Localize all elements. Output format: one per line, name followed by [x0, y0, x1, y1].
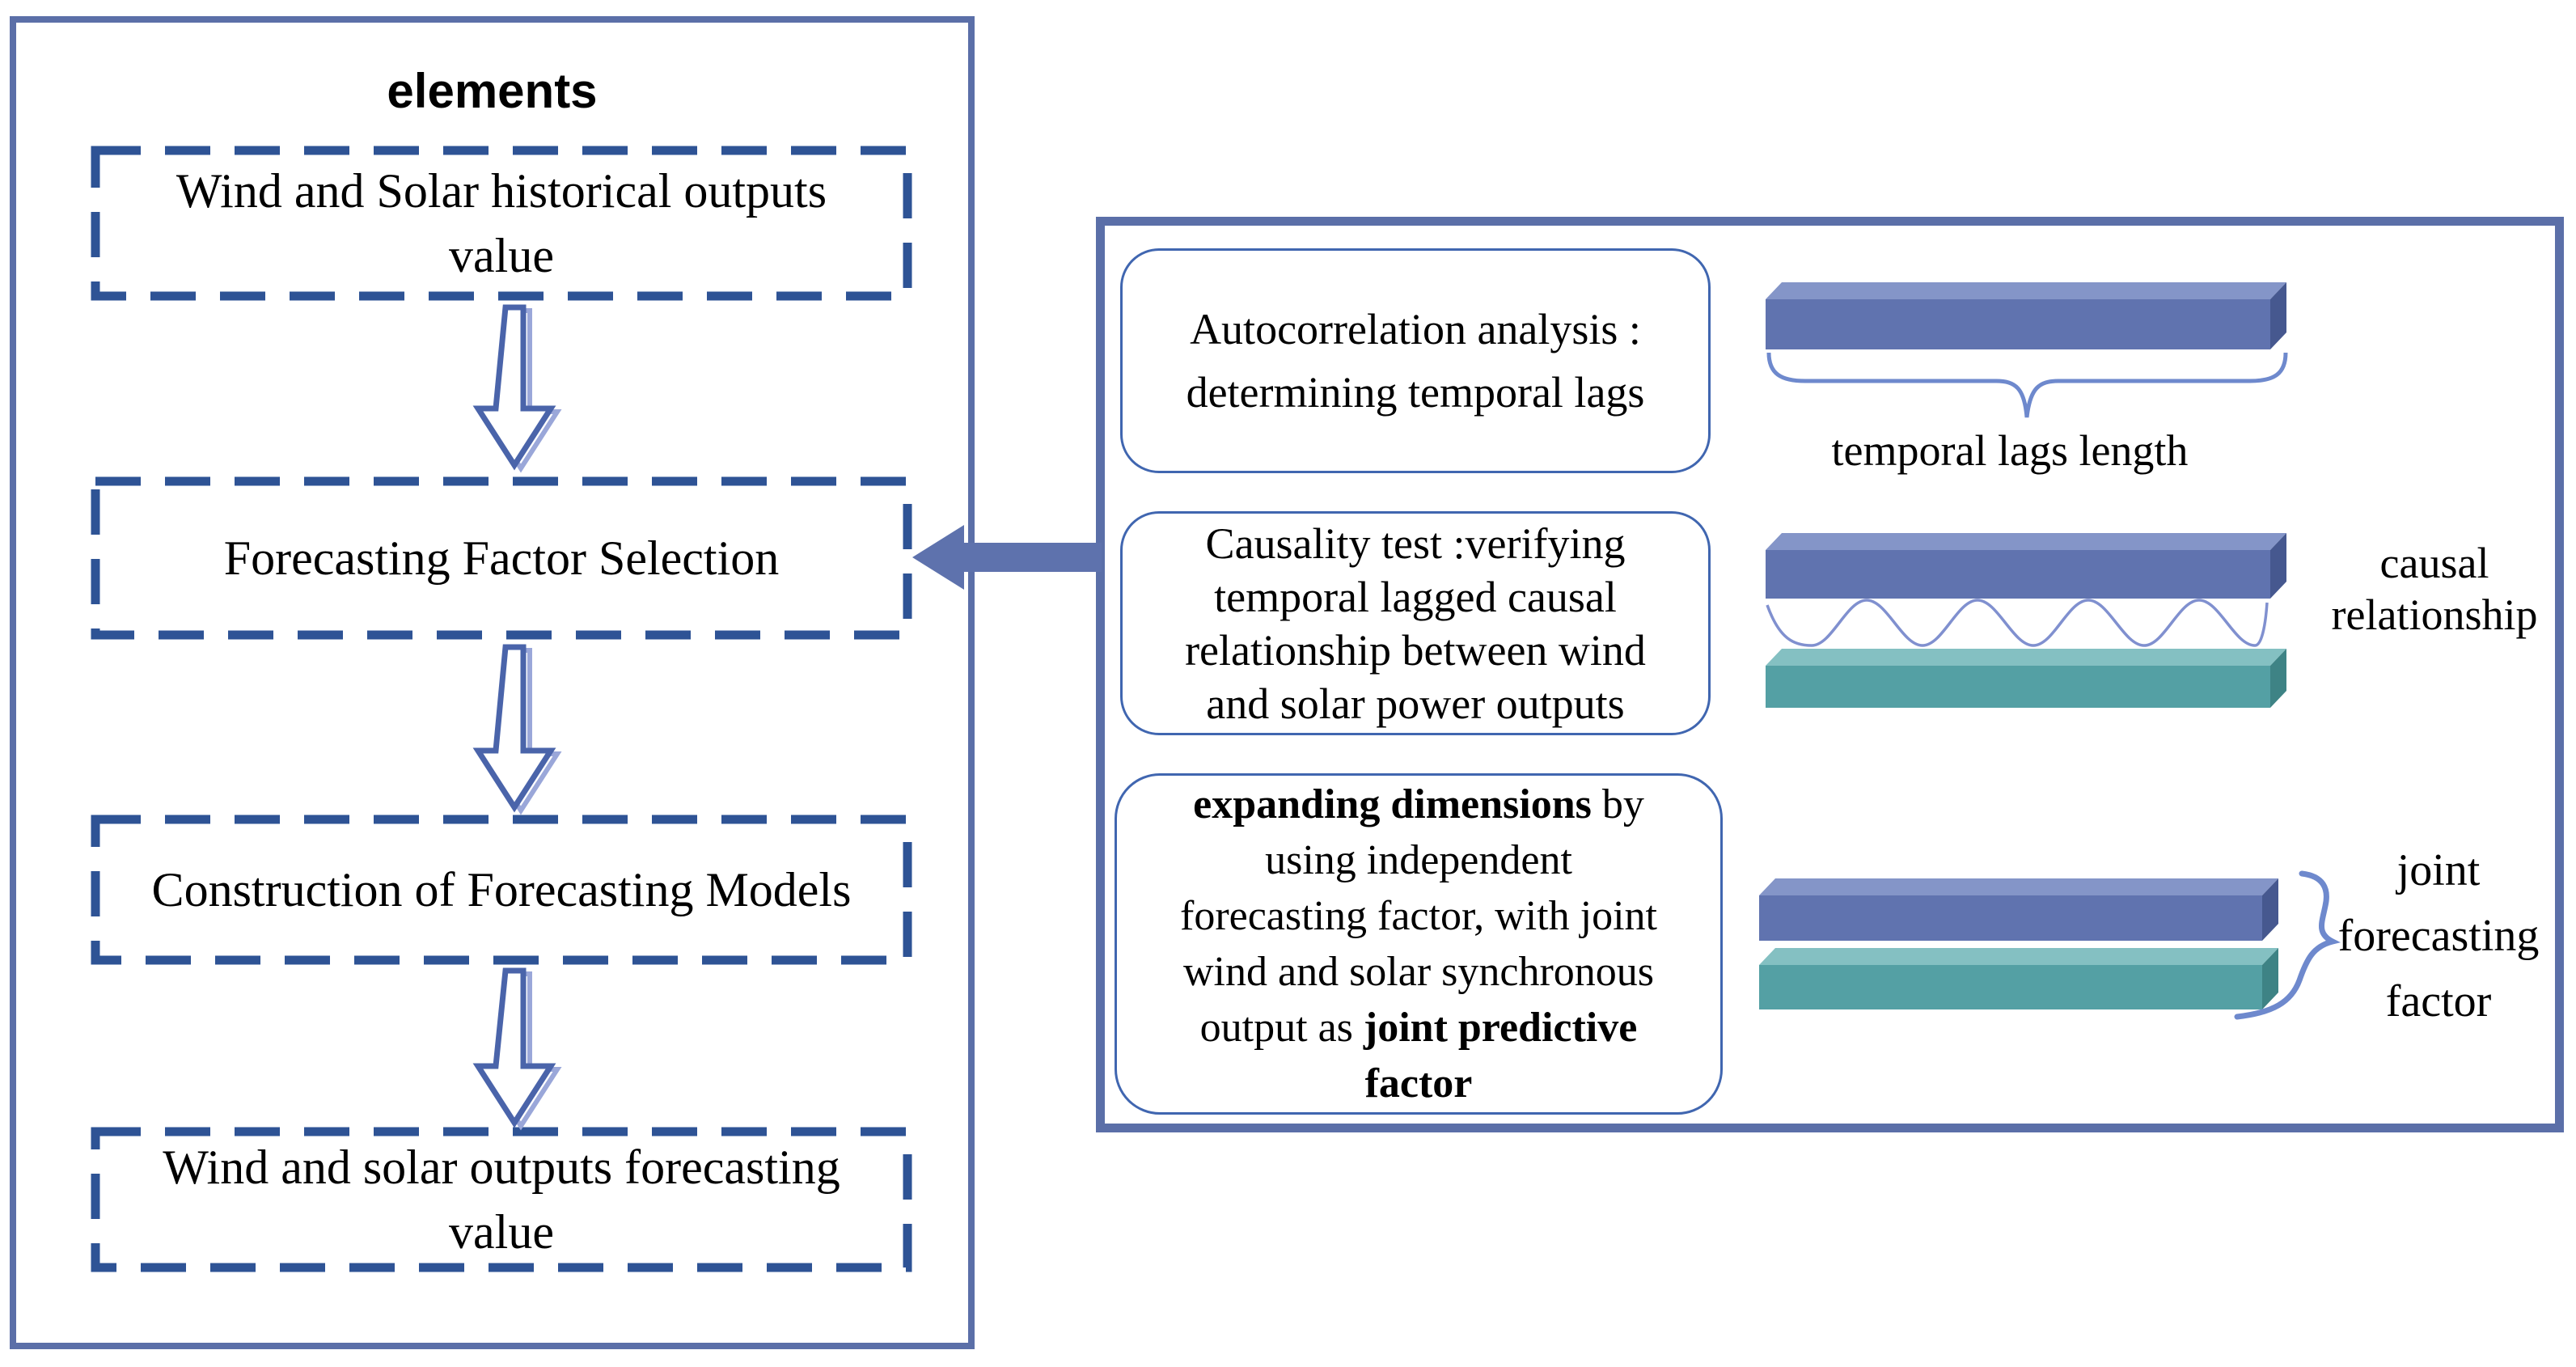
causality-line3: relationship between wind — [1185, 625, 1646, 675]
joint-factor-line1: joint — [2396, 845, 2481, 895]
expanding-line1: expanding dimensions by — [1193, 777, 1644, 832]
expanding-line5-bold: joint predictive — [1363, 1005, 1638, 1051]
factor-selection-box: Forecasting Factor Selection — [100, 486, 903, 630]
joint-forecasting-factor-label: joint forecasting factor — [2309, 838, 2568, 1035]
forecasting-value-box: Wind and solar outputs forecasting value — [100, 1136, 903, 1263]
factor-selection-detail-panel — [1096, 217, 2564, 1132]
autocorrelation-line2: determining temporal lags — [1186, 368, 1645, 417]
autocorrelation-box: Autocorrelation analysis : determining t… — [1120, 248, 1711, 473]
joint-factor-line3: factor — [2385, 976, 2492, 1026]
expanding-line2: using independent — [1265, 837, 1572, 883]
causality-test-box: Causality test :verifying temporal lagge… — [1120, 511, 1711, 735]
causality-line4: and solar power outputs — [1206, 679, 1625, 728]
expanding-line3: forecasting factor, with joint — [1180, 893, 1657, 939]
expanding-line1-bold: expanding dimensions — [1193, 781, 1592, 827]
forecasting-value-line2: value — [449, 1205, 554, 1259]
model-construction-label: Construction of Forecasting Models — [151, 863, 852, 916]
factor-selection-label: Forecasting Factor Selection — [223, 531, 780, 585]
historical-outputs-line1: Wind and Solar historical outputs — [176, 164, 827, 218]
causality-line2: temporal lagged causal — [1214, 572, 1617, 621]
causal-relationship-line1: causal — [2379, 539, 2489, 587]
expanding-line4: wind and solar synchronous — [1182, 949, 1655, 995]
temporal-lags-length-label: temporal lags length — [1831, 426, 2189, 475]
elements-panel — [10, 16, 975, 1349]
model-construction-box: Construction of Forecasting Models — [100, 824, 903, 955]
causal-relationship-label: causal relationship — [2305, 537, 2564, 641]
forecasting-value-line1: Wind and solar outputs forecasting — [163, 1141, 840, 1194]
expanding-line6-bold: factor — [1364, 1060, 1473, 1107]
expanding-line5-rest: output as — [1199, 1005, 1364, 1051]
historical-outputs-line2: value — [449, 229, 554, 282]
causality-line1: Causality test :verifying — [1205, 518, 1626, 568]
panel-title: elements — [387, 64, 598, 118]
expanding-dimensions-box: expanding dimensions by using independen… — [1115, 773, 1723, 1115]
autocorrelation-line1: Autocorrelation analysis : — [1190, 305, 1641, 353]
expanding-line5: output as joint predictive — [1200, 1000, 1638, 1056]
joint-factor-line2: forecasting — [2337, 911, 2540, 961]
expanding-line6: factor — [1365, 1056, 1473, 1111]
historical-outputs-box: Wind and Solar historical outputs value — [100, 155, 903, 291]
causal-relationship-line2: relationship — [2331, 590, 2538, 639]
expanding-line1-rest: by — [1591, 781, 1644, 827]
